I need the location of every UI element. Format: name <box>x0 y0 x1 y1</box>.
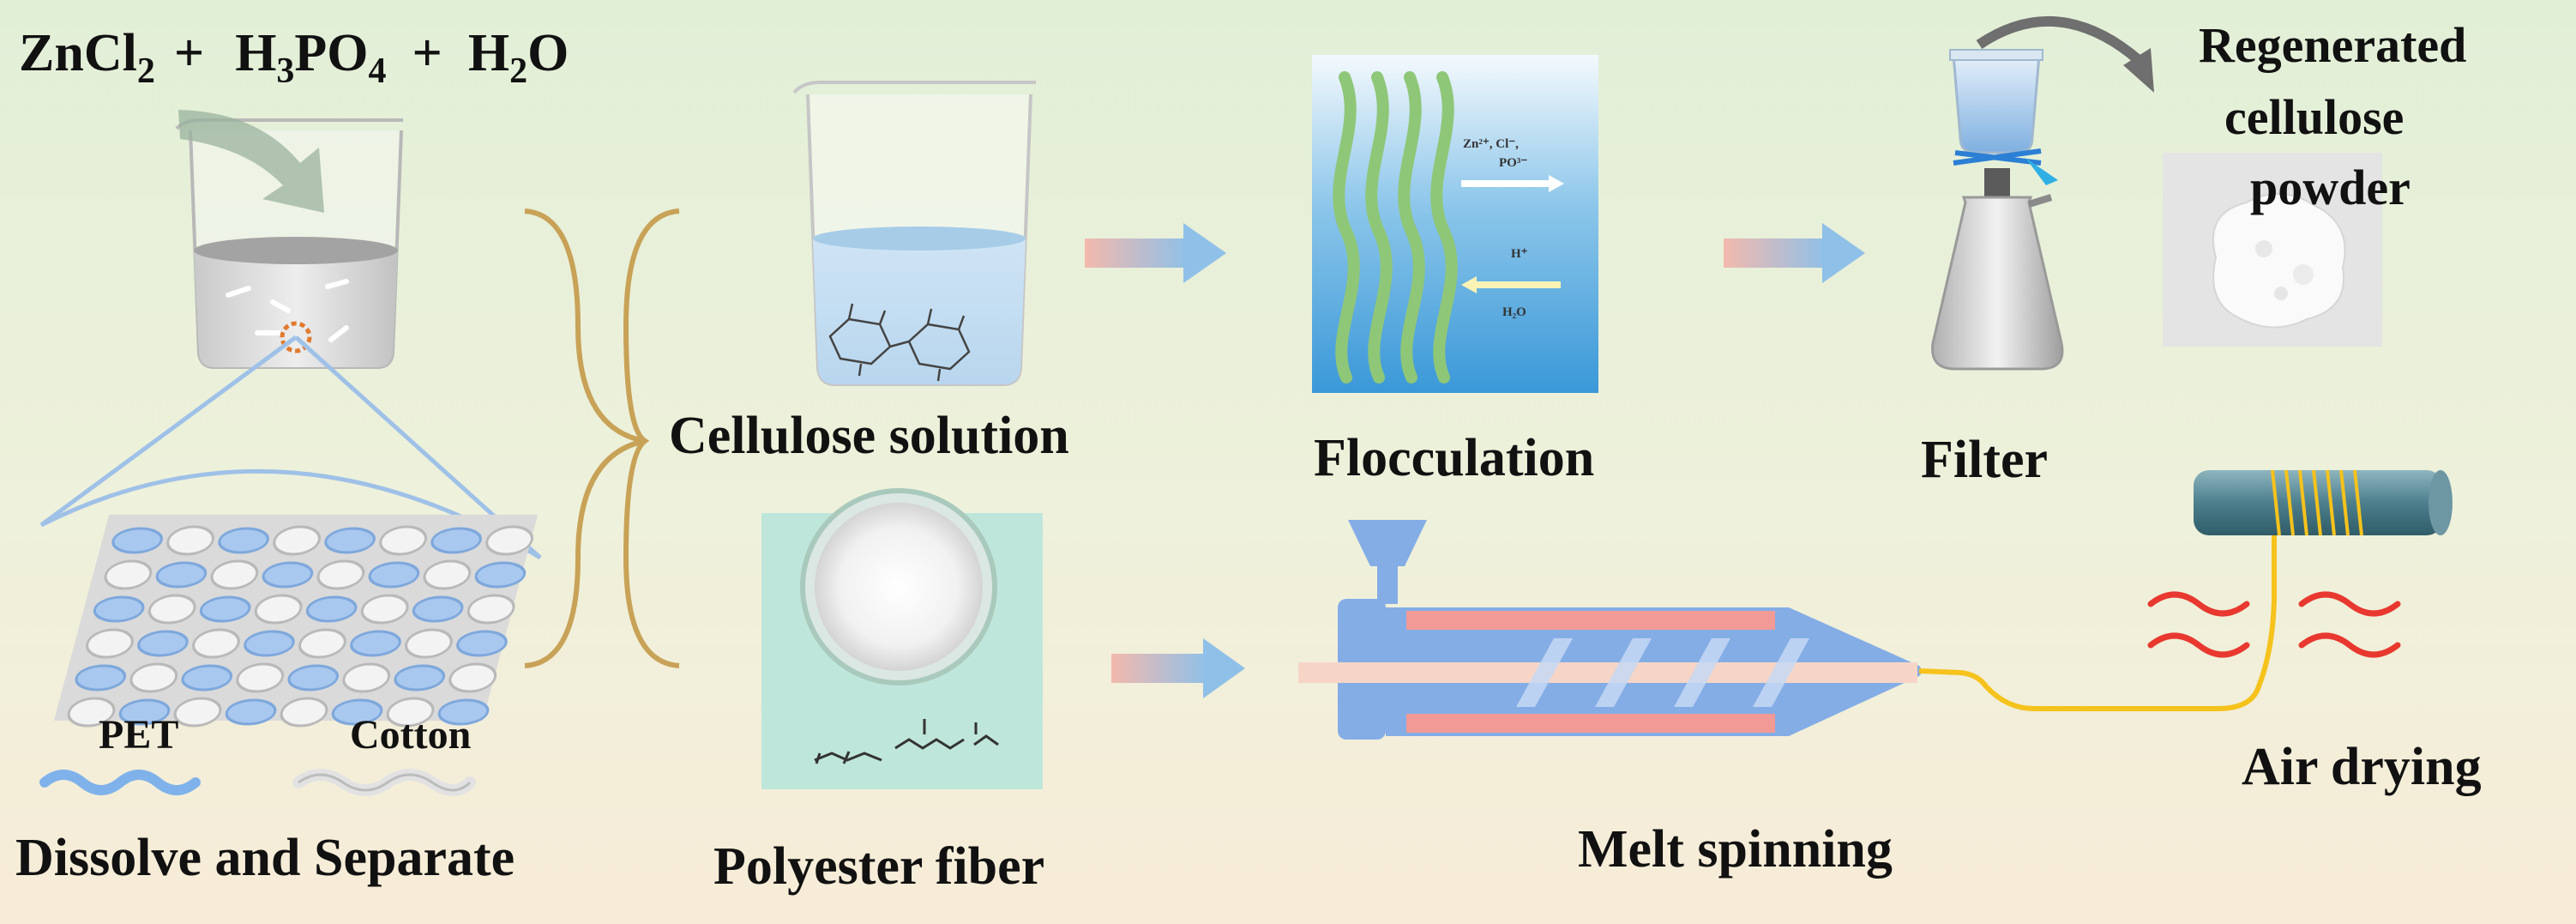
pet-yarn <box>350 630 401 657</box>
pet-yarn <box>287 664 340 691</box>
cotton-yarn <box>67 697 116 728</box>
cotton-yarn <box>236 662 285 693</box>
pet-yarn <box>137 630 189 657</box>
flocculation-water-text: H₂O <box>1502 305 1526 319</box>
pet-fiber-icon <box>39 770 201 795</box>
pet-yarn <box>474 561 527 589</box>
cotton-yarn <box>485 525 534 556</box>
cotton-yarn <box>423 559 472 590</box>
cotton-yarn <box>360 594 409 625</box>
cotton-yarn <box>379 525 428 556</box>
pet-yarn <box>368 561 420 589</box>
cotton-label: Cotton <box>350 712 471 758</box>
hopper <box>1348 520 1427 566</box>
woven-fabric <box>53 515 539 728</box>
cotton-yarn <box>316 559 365 590</box>
cotton-yarn <box>104 559 153 590</box>
pet-yarn <box>437 698 490 726</box>
cotton-yarn <box>405 628 453 659</box>
polyester-fiber-label: Polyester fiber <box>713 837 1044 896</box>
cotton-yarn <box>466 594 515 625</box>
dissolve-beaker <box>175 118 403 369</box>
yarn-fiber <box>1918 480 2277 711</box>
pet-yarn <box>305 595 358 623</box>
cellulose-solution-beaker <box>792 81 1036 386</box>
process-arrow-2 <box>1724 223 1865 283</box>
filter-apparatus <box>1931 49 2064 371</box>
take-up-roller <box>2194 469 2453 536</box>
cotton-yarn <box>254 594 303 625</box>
pet-yarn <box>456 630 508 657</box>
pour-arrow-icon <box>178 110 324 213</box>
pet-yarn <box>394 664 446 691</box>
flocculation-ions-text: Zn²⁺, Cl⁻, <box>1463 137 1519 151</box>
cotton-yarn <box>386 697 435 728</box>
regenerated-label-2: cellulose <box>2224 89 2404 145</box>
pet-yarn <box>262 561 314 589</box>
pet-yarn <box>118 698 171 726</box>
cotton-yarn <box>298 628 346 659</box>
air-drying-label: Air drying <box>2242 738 2482 796</box>
melt-spinning-extruder <box>1298 520 1922 740</box>
cotton-yarn <box>147 594 196 625</box>
regenerated-label-3: powder <box>2250 160 2410 215</box>
pet-yarn <box>430 527 482 554</box>
pet-yarn <box>75 664 127 691</box>
process-arrow-3 <box>1111 638 1245 698</box>
pet-yarn <box>111 527 163 554</box>
zoom-marker <box>280 321 312 353</box>
transfer-arrow-icon <box>1976 16 2142 64</box>
flocculation-ions-text-2: PO³⁻ <box>1499 156 1527 170</box>
filter-label: Filter <box>1921 431 2048 489</box>
cotton-yarn <box>342 662 391 693</box>
cotton-yarn <box>192 628 240 659</box>
flocculation-hplus-text: H⁺ <box>1511 247 1528 261</box>
regenerated-powder-photo <box>2163 153 2382 347</box>
pet-yarn <box>244 630 295 657</box>
separation-brace <box>524 208 680 668</box>
pet-yarn <box>331 698 383 726</box>
pet-yarn <box>218 527 269 554</box>
heat-waves-icon <box>2147 591 2401 658</box>
cotton-yarn <box>280 697 328 728</box>
process-arrow-1 <box>1085 223 1226 283</box>
melt-spinning-label: Melt spinning <box>1578 820 1893 879</box>
pet-yarn <box>225 698 277 726</box>
pet-yarn <box>324 527 376 554</box>
cellulose-structure-icon <box>828 303 971 382</box>
polyester-fiber-photo <box>761 488 1043 789</box>
pet-label: PET <box>99 712 178 758</box>
cotton-yarn <box>273 525 322 556</box>
flocculation-panel: Zn²⁺, Cl⁻, PO³⁻ H⁺ H₂O <box>1312 55 1598 393</box>
flocculation-label: Flocculation <box>1314 429 1594 487</box>
dissolve-separate-label: Dissolve and Separate <box>15 829 515 887</box>
cotton-yarn <box>210 559 259 590</box>
pet-yarn <box>199 595 251 623</box>
pet-yarn <box>181 664 233 691</box>
cellulose-solution-label: Cellulose solution <box>669 407 1069 465</box>
regenerated-label-1: Regenerated <box>2199 17 2466 73</box>
reaction-formula: ZnCl2+H3PO4+H2O <box>19 24 569 91</box>
pet-yarn <box>412 595 464 623</box>
cotton-yarn <box>86 628 134 659</box>
cotton-yarn <box>448 662 497 693</box>
pet-yarn <box>93 595 145 623</box>
cotton-yarn <box>166 525 215 556</box>
cotton-yarn <box>173 697 222 728</box>
pet-yarn <box>155 561 208 589</box>
cotton-yarn <box>129 662 178 693</box>
